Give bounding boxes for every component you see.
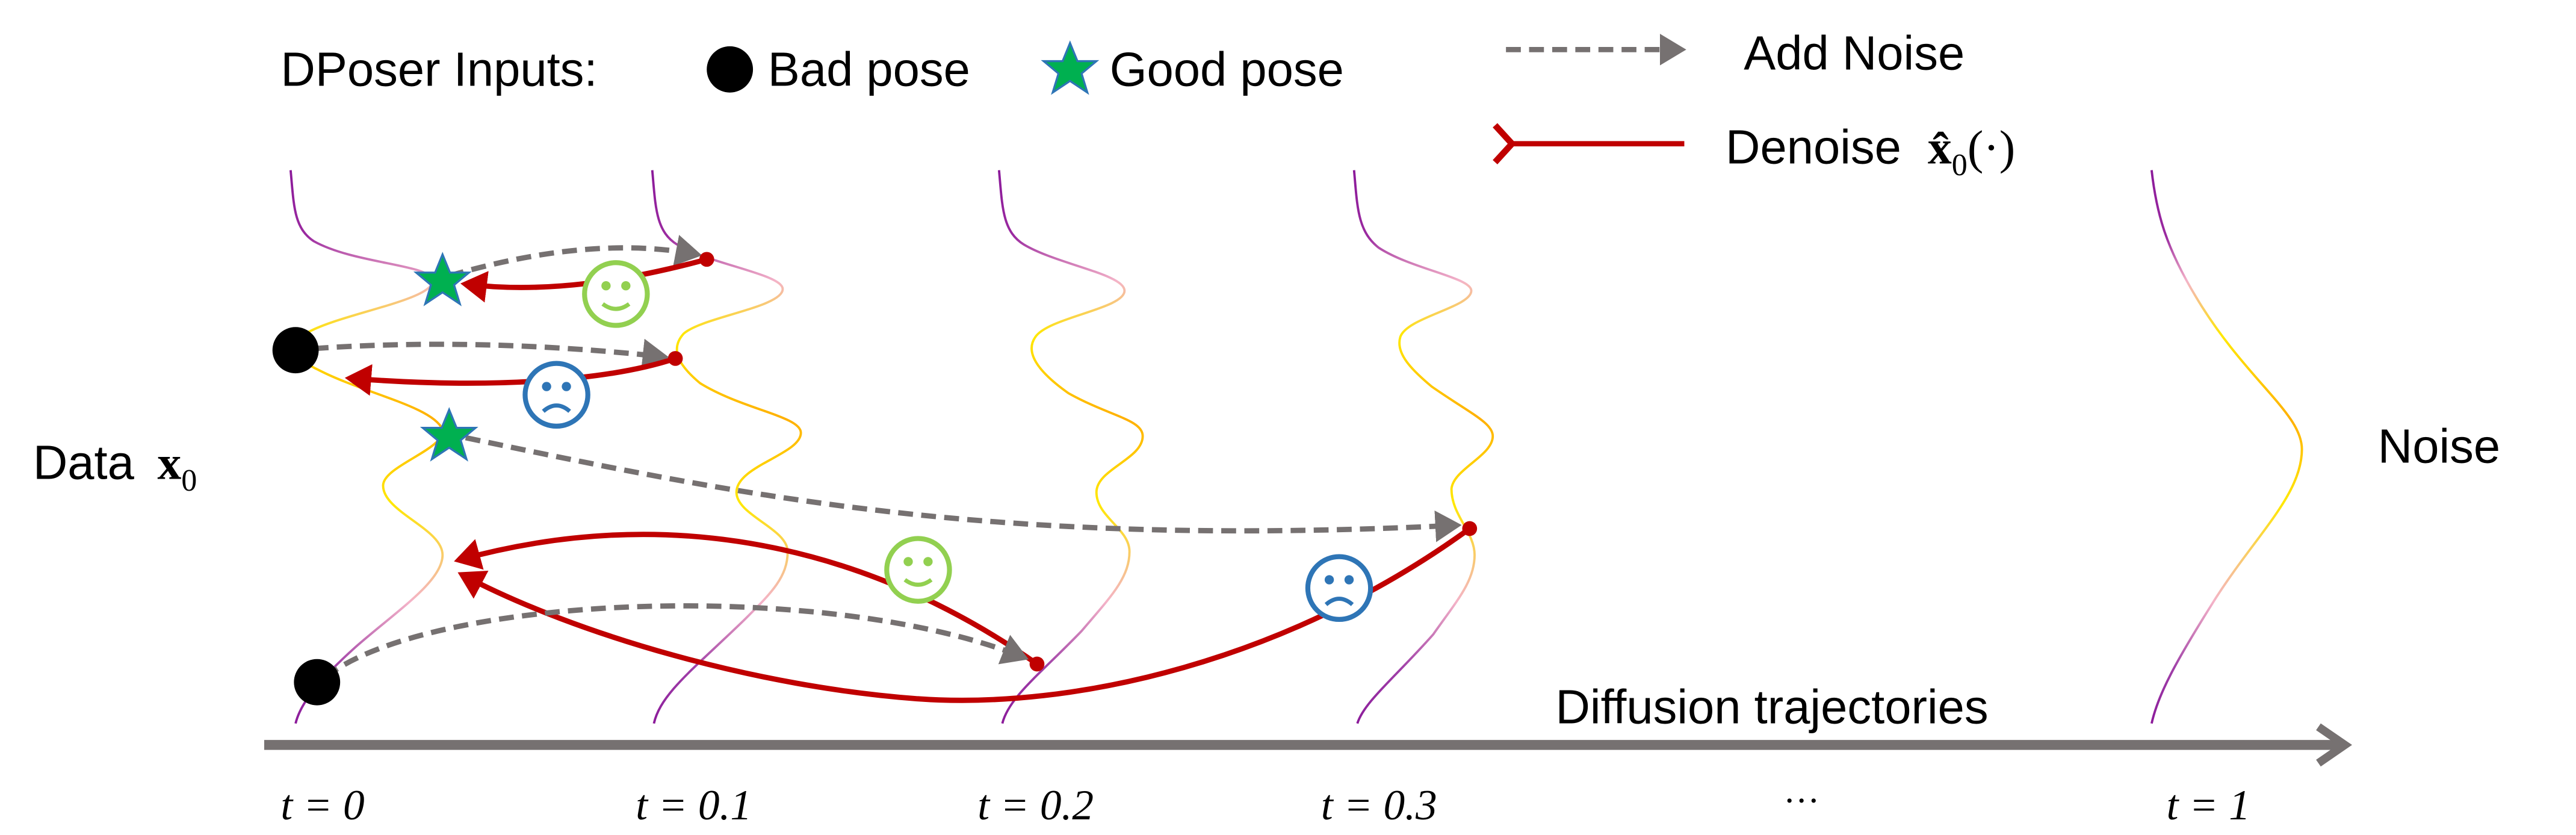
tick-label-t0: t = 0 [280, 781, 364, 829]
denoise-subscript: 0 [1952, 148, 1968, 182]
legend-good-pose: Good pose [1110, 43, 1344, 96]
legend-denoise: Denoise x̂0(·) [1726, 120, 2015, 182]
axis-title: Diffusion trajectories [1555, 680, 1988, 734]
happy-face-icon [884, 536, 952, 604]
denoise-text: Denoise [1726, 120, 1901, 174]
noisy-sample-dot [1462, 521, 1478, 536]
tick-label-t02: t = 0.2 [977, 781, 1094, 829]
tick-label-ellipsis: ··· [1783, 781, 1819, 821]
noisy-sample-dot [667, 351, 683, 366]
data-subscript: 0 [181, 464, 197, 498]
distribution-curve-t0 [289, 170, 444, 724]
denoise-arrow [457, 526, 1472, 703]
legend-inputs-label: DPoser Inputs: [280, 43, 597, 96]
good-pose-star-icon [415, 253, 470, 305]
distribution-curve-t1 [2150, 170, 2303, 724]
add-noise-arrow [465, 435, 1462, 542]
noise-label: Noise [2378, 419, 2500, 473]
noisy-sample-dot [1029, 656, 1045, 672]
axis-arrowhead-icon [2316, 723, 2353, 767]
data-label: Data x0 [33, 436, 197, 498]
legend-bad-pose: Bad pose [768, 43, 970, 96]
sad-face-icon [1305, 554, 1373, 622]
tick-label-t03: t = 0.3 [1321, 781, 1437, 829]
legend-add-noise: Add Noise [1744, 26, 1965, 79]
add-noise-arrow [323, 603, 1029, 680]
add-noise-arrow [448, 235, 702, 279]
denoise-arrow [344, 356, 677, 396]
noisy-sample-dot [699, 252, 714, 267]
bad-pose-dot-icon [272, 327, 319, 374]
denoise-arrow [454, 532, 1039, 666]
tick-label-t1: t = 1 [2167, 781, 2250, 829]
add-noise-arrow [313, 338, 669, 371]
bad-pose-legend-icon [707, 46, 754, 93]
distribution-curve-t01 [651, 170, 802, 724]
sad-face-icon [522, 361, 590, 429]
tick-label-t01: t = 0.1 [636, 781, 752, 829]
data-text: Data [33, 436, 135, 489]
good-pose-legend-star-icon [1042, 42, 1098, 94]
distribution-curve-t03 [1352, 170, 1494, 724]
distribution-curve-t02 [997, 170, 1144, 724]
denoise-arg: (·) [1968, 122, 2015, 175]
bad-pose-dot-icon [294, 659, 341, 706]
data-symbol: x [157, 437, 181, 490]
denoise-symbol: x̂ [1928, 122, 1952, 175]
happy-face-icon [582, 260, 650, 328]
